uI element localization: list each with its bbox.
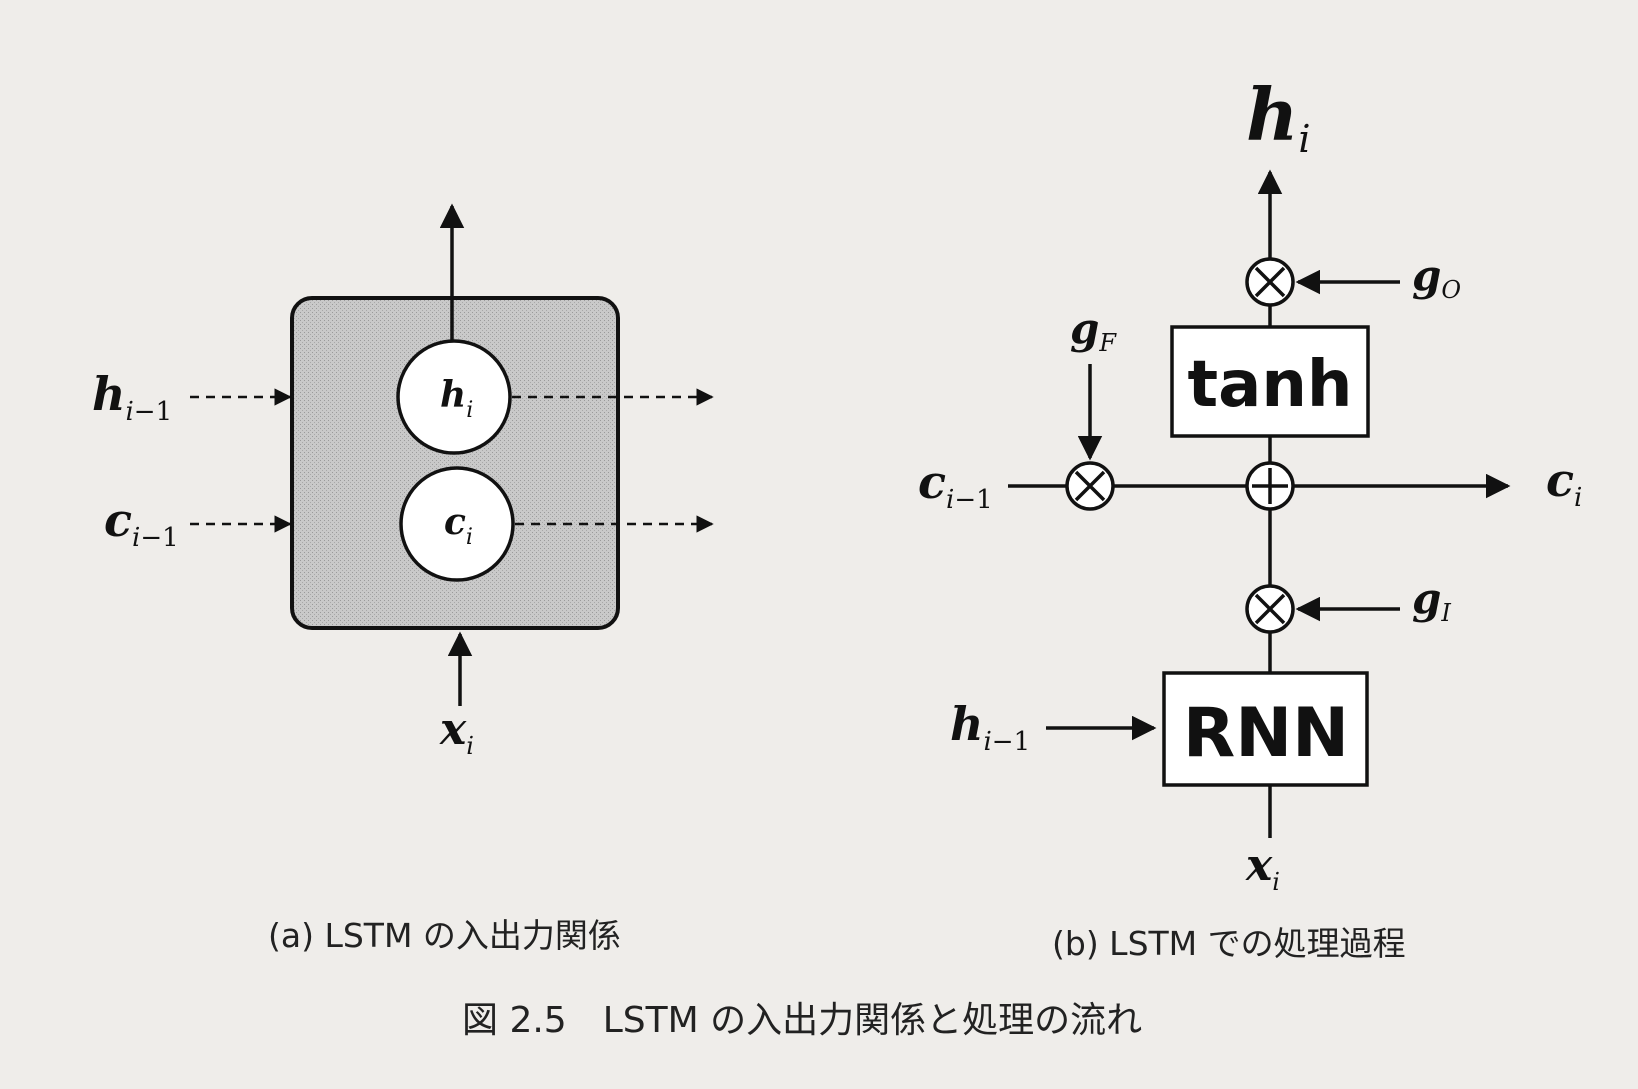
caption-a: (a) LSTM の入出力関係	[268, 916, 621, 955]
h-prev-label: hi−1	[92, 367, 172, 427]
multiply-icon-i	[1254, 593, 1286, 625]
caption-b: (b) LSTM での処理過程	[1052, 924, 1406, 963]
h-prev-label-b: hi−1	[950, 697, 1030, 757]
x-input-label: xi	[439, 704, 474, 760]
diagram-b: tanh RNN hi gO gF gI ci−1 ci hi−1 xi (b)…	[918, 72, 1582, 963]
cell-state-node	[399, 466, 515, 582]
c-prev-label: ci−1	[104, 493, 179, 553]
g-o-label: gO	[1412, 251, 1461, 304]
lstm-cell-block	[290, 296, 620, 630]
rnn-box	[1162, 671, 1369, 787]
c-out-label-b: ci	[1546, 453, 1582, 513]
multiply-icon-f	[1074, 470, 1106, 502]
add-icon	[1252, 468, 1288, 504]
figure-caption: 図 2.5 LSTM の入出力関係と処理の流れ	[462, 1000, 1142, 1041]
h-out-label: hi	[1246, 72, 1311, 161]
tanh-box	[1170, 325, 1370, 438]
g-i-label: gI	[1412, 574, 1451, 627]
c-prev-label-b: ci−1	[918, 455, 993, 515]
node-c-label: ci	[444, 501, 473, 550]
g-f-label: gF	[1070, 304, 1117, 357]
diagram-a: hi ci hi−1 ci−1 xi (a) LSTM の入出力関係	[92, 203, 714, 955]
rnn-label: RNN	[1183, 694, 1349, 773]
multiply-icon-o	[1254, 266, 1286, 298]
node-h-label: hi	[440, 374, 473, 423]
tanh-label: tanh	[1188, 348, 1353, 422]
hidden-state-node	[396, 339, 512, 455]
x-in-label-b: xi	[1245, 840, 1280, 896]
